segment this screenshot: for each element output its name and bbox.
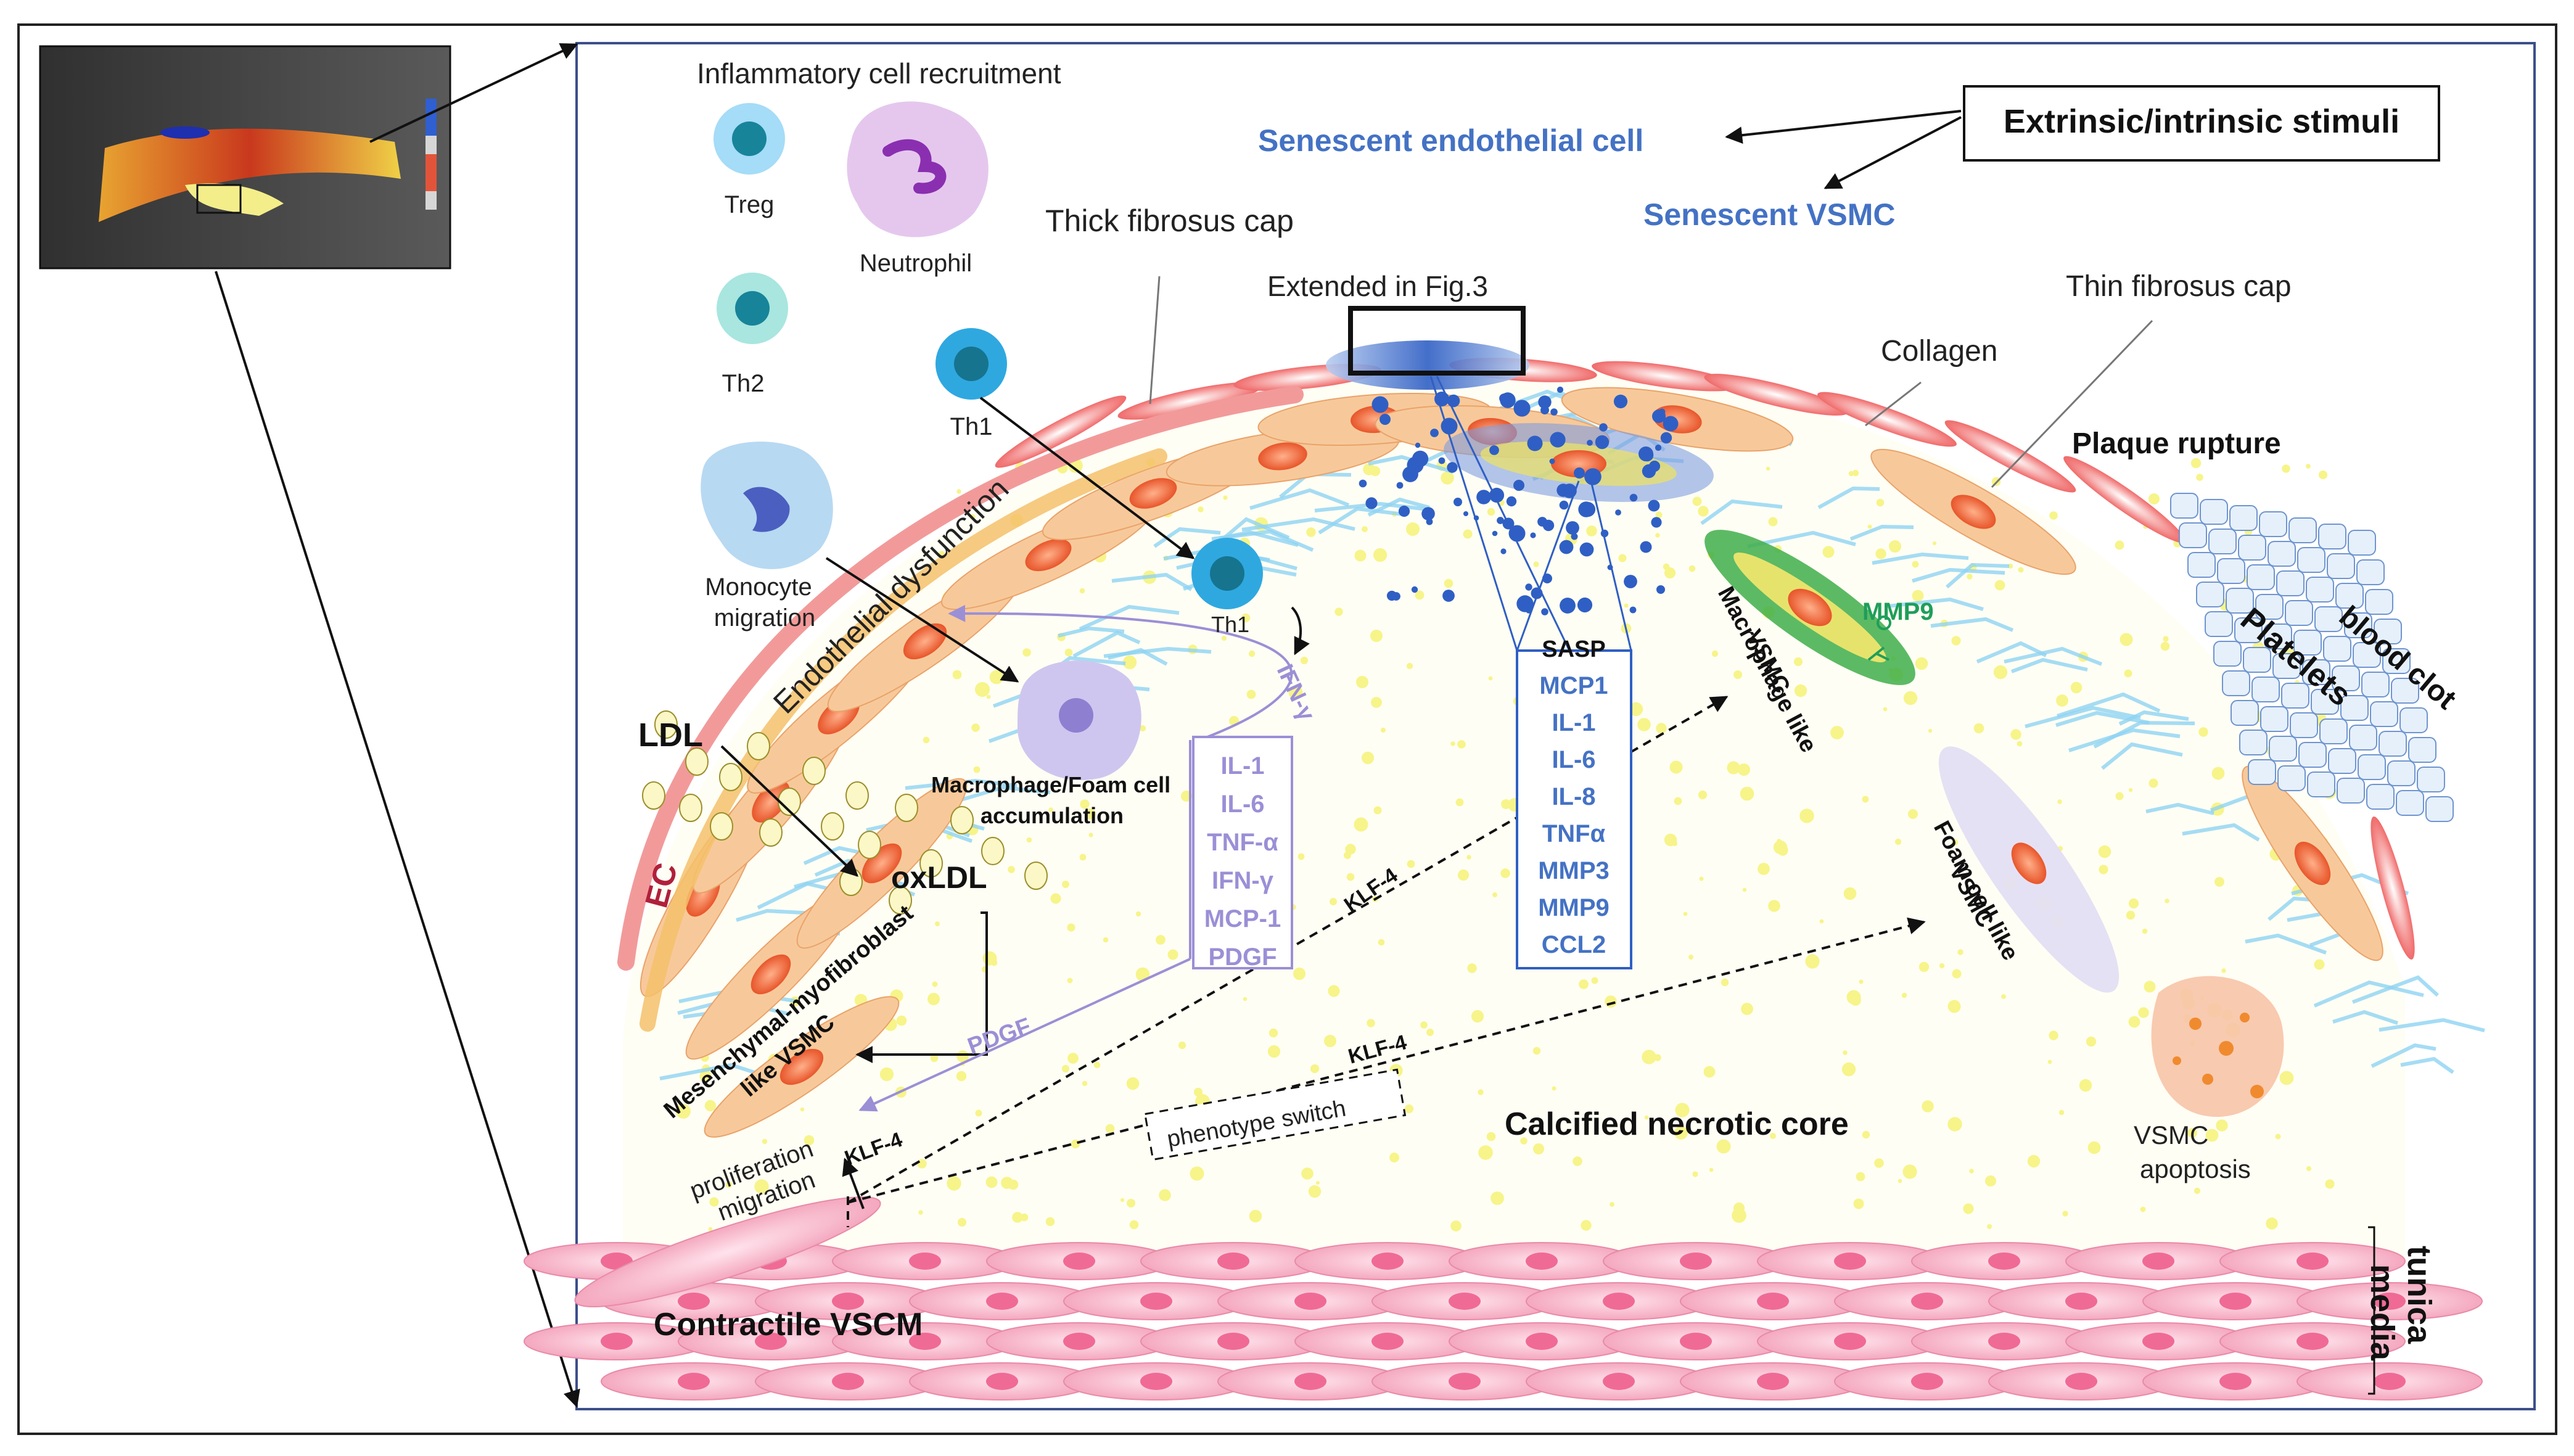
neutrophil-label: Neutrophil [860,250,972,277]
foam-cell-like-vsmc-cell [1938,746,2120,993]
ldl-particles [642,710,1048,915]
macrophage-label-1: Macrophage/Foam cell [931,772,1170,797]
sasp-factor-item: IL-1 [1552,709,1595,736]
sasp-box [1516,649,1632,969]
th2-cell [717,273,788,344]
th1-cell-top [935,328,1007,400]
fig3-box [1348,306,1526,376]
endothelial-lining [617,386,1304,971]
tunica-media-cells [524,1196,2483,1400]
sasp-factor-item: TNFα [1542,820,1606,847]
monocyte-label-2: migration [714,604,816,631]
zoom-line-bottom [215,271,580,1408]
extended-label: Extended in Fig.3 [1267,270,1488,302]
thin-cap-label: Thin fibrosus cap [2066,270,2292,303]
ultrasound-image [39,45,451,269]
arrows [720,110,2375,1395]
th1-cell-mid [1191,538,1263,609]
vsmc-apoptosis-cell [2151,976,2284,1117]
thick-cap-label: Thick fibrosus cap [1045,204,1294,238]
sasp-factor-item: IL-8 [1552,783,1595,810]
oxldl-label: oxLDL [891,860,987,895]
sasp-factor-item: MCP1 [1539,672,1608,699]
neutrophil-cell [847,101,989,237]
apoptosis-label-2: apoptosis [2140,1154,2251,1183]
phenotype-switch-box [1143,1068,1407,1161]
inflammatory-factor-item: MCP-1 [1204,905,1281,932]
figure-frame [17,23,2557,1435]
apoptosis-label-1: VSMC [2134,1121,2208,1150]
inflammatory-factor-box [1192,736,1293,969]
blood-clot [2170,493,2454,822]
sasp-funnel [1429,376,1632,651]
senescent-vsmc-label: Senescent VSMC [1643,197,1895,232]
inflammatory-factor-item: TNF-α [1207,829,1278,856]
senescent-endothelial-cell [1326,340,1529,390]
macrophage-label-2: accumulation [981,803,1124,828]
senescent-endothelial-label: Senescent endothelial cell [1258,123,1643,158]
sasp-factor-item: MMP3 [1538,857,1610,884]
necrotic-core-label: Calcified necrotic core [1505,1106,1849,1142]
macrophage-like-vsmc-cell [1704,530,1915,685]
treg-label: Treg [725,191,775,218]
monocyte-cell [701,442,833,569]
mmp9-green-label: MMP9 [1862,598,1934,625]
contractile-vscm-label: Contractile VSCM [654,1307,923,1343]
sasp-title: SASP [1542,636,1605,662]
th1-top-label: Th1 [950,413,993,440]
sasp-dots [1359,386,1679,615]
tunica-label: tunica [2401,1246,2438,1344]
stimuli-label: Extrinsic/intrinsic stimuli [2004,103,2399,140]
monocyte-label-1: Monocyte [705,574,812,601]
sasp-factor-item: IL-6 [1552,746,1595,773]
plaque-region [623,368,2405,1265]
sasp-factor-item: CCL2 [1542,931,1606,958]
stimuli-box [1963,85,2440,162]
th2-label: Th2 [722,370,765,397]
plaque-rupture-label: Plaque rupture [2072,427,2281,460]
macrophage-foam-cell [1018,660,1141,781]
zoom-line-top [369,43,578,143]
sasp-factor-item: MMP9 [1538,894,1610,921]
collagen-label: Collagen [1881,335,1997,368]
th1-mid-label: Th1 [1211,612,1249,637]
treg-cell [713,103,785,175]
media-label: media [2364,1264,2401,1361]
recruitment-label: Inflammatory cell recruitment [697,57,1061,89]
inflammatory-factor-item: IFN-γ [1212,867,1274,894]
inflammatory-factor-item: IL-6 [1220,791,1264,818]
inflammatory-factor-item: IL-1 [1220,752,1264,779]
ldl-label: LDL [638,717,703,754]
inflammatory-factor-item: PDGF [1208,944,1277,971]
